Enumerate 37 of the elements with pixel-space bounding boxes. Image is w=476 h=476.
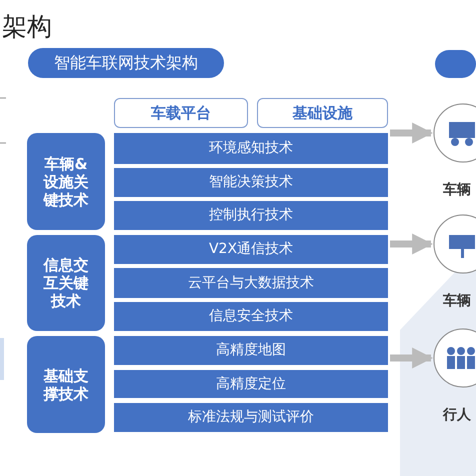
arrow (390, 122, 434, 144)
title-pill (28, 48, 224, 78)
node-label: 基础设施 (292, 104, 352, 122)
arrow (390, 348, 434, 368)
node-label: 信息安全技术 (209, 308, 293, 325)
node-label: V2X通信技术 (208, 241, 294, 258)
arrow (390, 234, 434, 254)
node-label: 车辆&设施关键技术 (42, 154, 90, 208)
node-label: 云平台与大数据技术 (188, 274, 314, 292)
node-label: 控制执行技术 (209, 207, 293, 224)
category-block (27, 235, 105, 331)
node-label: 智能决策技术 (209, 174, 293, 191)
technology-bar (114, 201, 388, 230)
technology-bar (114, 268, 388, 298)
technology-bar (114, 370, 388, 398)
category-block (27, 336, 105, 433)
node-label: 智能车联网技术架构 (54, 53, 198, 73)
diagram-title: 架构 (2, 11, 52, 43)
technology-bar (114, 403, 388, 432)
category-header (257, 98, 388, 128)
node-label: 基础支撑技术 (42, 366, 90, 402)
technology-bar (114, 302, 388, 331)
category-header (114, 98, 248, 128)
technology-bar (114, 336, 388, 365)
node-label: 信息交互关键技术 (42, 256, 90, 310)
category-block (27, 133, 105, 230)
technology-bar (114, 235, 388, 264)
technology-bar (114, 168, 388, 197)
technology-bar (114, 133, 388, 164)
node-label: 标准法规与测试评价 (188, 409, 314, 426)
node-label: 高精度定位 (216, 376, 286, 392)
circle-caption: 车辆 (443, 181, 471, 199)
node-label: 环境感知技术 (209, 140, 293, 157)
node-label: 高精度地图 (216, 342, 286, 359)
circle-caption: 车辆 (443, 292, 471, 310)
node-label: 车载平台 (151, 104, 211, 122)
circle-caption: 行人 (443, 406, 471, 424)
